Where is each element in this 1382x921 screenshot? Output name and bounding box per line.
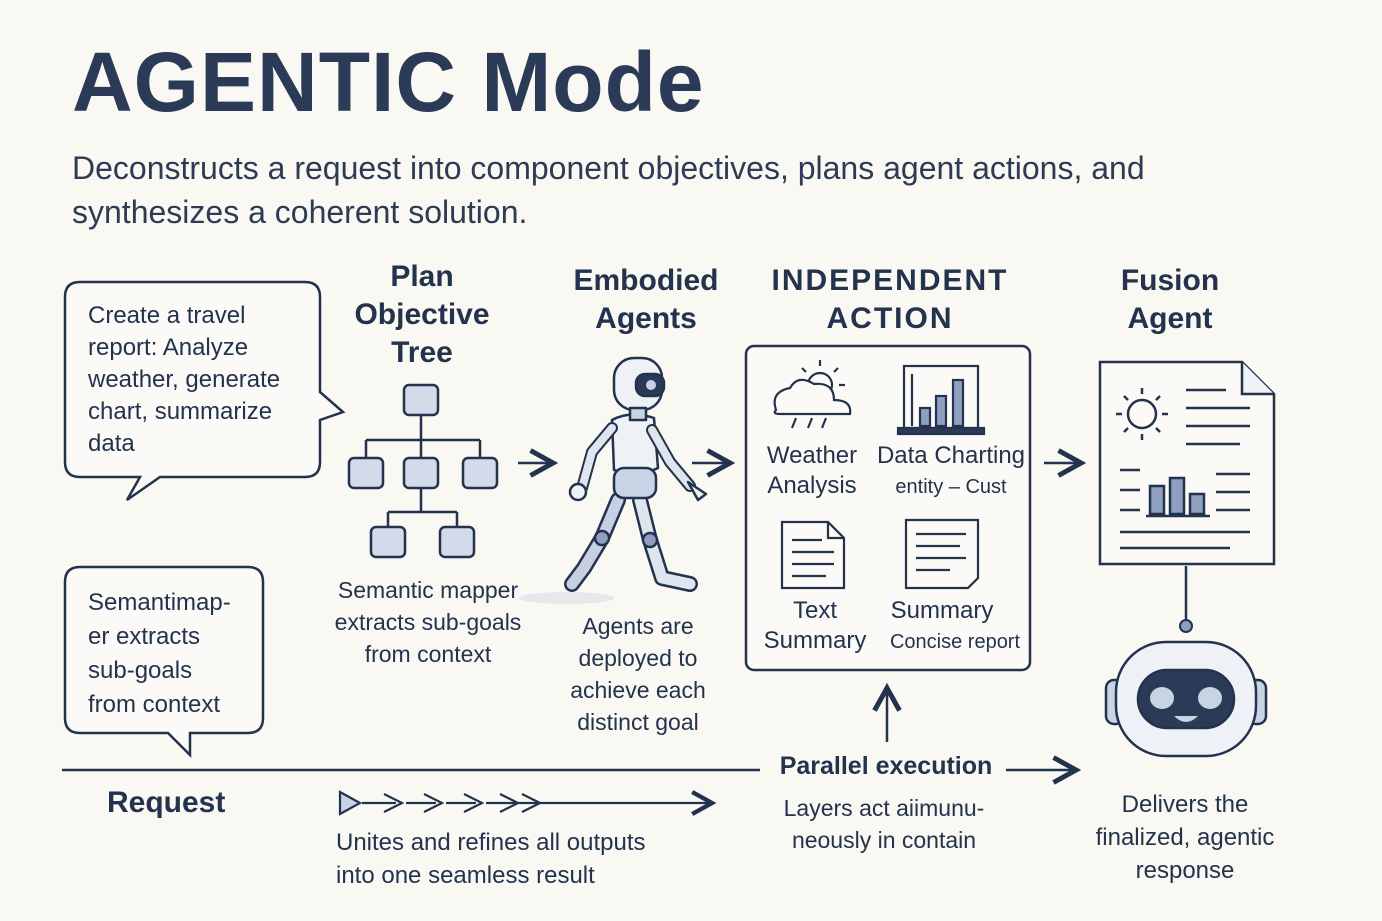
bubble-bottom-text: Semantimap- er extracts sub-goals from c…: [88, 586, 260, 722]
agents-caption-line: distinct goal: [577, 709, 699, 735]
bubble-bottom-line: Semantimap-: [88, 589, 231, 616]
fusion-caption: Delivers the finalized, agentic response: [1072, 788, 1298, 887]
bubble-top-line: report: Analyze: [88, 334, 249, 361]
bubble-bottom-line: er extracts: [88, 623, 201, 650]
text-document-icon: [780, 520, 846, 590]
speech-bubble-top: [63, 280, 346, 502]
task-charting-sub: entity – Cust: [895, 476, 1007, 498]
bubble-top-line: Create a travel: [88, 302, 246, 329]
bubble-top-line: data: [88, 430, 135, 457]
fusion-report-icon: [1098, 360, 1276, 566]
task-weather-line: Weather: [766, 442, 858, 469]
task-text-label: Text Summary: [752, 596, 878, 656]
chain-arrow-icon: [338, 792, 712, 814]
page-subtitle: Deconstructs a request into component ob…: [72, 150, 1145, 230]
plan-caption-line: from context: [364, 641, 492, 667]
task-summary-label: Summary: [878, 596, 1006, 626]
plan-heading-line: Plan: [390, 260, 454, 293]
agents-heading: Embodied Agents: [556, 262, 736, 338]
weather-icon: [773, 360, 852, 429]
fusion-caption-line: Delivers the: [1121, 791, 1249, 818]
independent-heading: INDEPENDENT ACTION: [740, 262, 1040, 338]
fusion-heading: Fusion Agent: [1090, 262, 1250, 338]
robot-head-icon: [1104, 640, 1268, 758]
bubble-bottom-line: from context: [88, 691, 221, 718]
task-summary-sub: Concise report: [889, 631, 1021, 653]
agents-heading-line: Agents: [595, 302, 697, 335]
layers-caption: Layers act aiimunu- neously in contain: [762, 792, 1006, 856]
independent-heading-line: INDEPENDENT: [771, 264, 1009, 297]
agents-heading-line: Embodied: [573, 264, 719, 297]
agents-caption-line: deployed to: [578, 645, 698, 671]
unites-caption-line: Unites and refines all outputs: [336, 829, 646, 856]
unites-caption-line: into one seamless result: [336, 862, 595, 889]
bubble-top-line: weather, generate: [88, 366, 281, 393]
unites-caption: Unites and refines all outputs into one …: [336, 826, 736, 892]
task-charting-line: Data Charting: [876, 442, 1026, 469]
fusion-caption-line: response: [1135, 857, 1235, 884]
plan-heading-line: Tree: [391, 336, 453, 369]
independent-heading-line: ACTION: [826, 302, 954, 335]
speech-bubble-bottom: [63, 565, 265, 759]
task-weather-line: Analysis: [767, 472, 857, 499]
plan-heading-line: Objective: [354, 298, 490, 331]
bubble-top-line: chart, summarize: [88, 398, 273, 425]
plan-caption-line: Semantic mapper: [337, 577, 519, 603]
task-text-line: Summary: [763, 627, 867, 654]
plan-heading: Plan Objective Tree: [330, 258, 514, 372]
task-charting-label: Data Charting: [874, 441, 1028, 471]
agents-caption: Agents are deployed to achieve each dist…: [548, 610, 728, 738]
task-weather-label: Weather Analysis: [752, 441, 872, 501]
page-title: AGENTIC Mode: [72, 35, 705, 129]
bubble-bottom-line: sub-goals: [88, 657, 193, 684]
plan-caption: Semantic mapper extracts sub-goals from …: [318, 574, 538, 670]
task-summary-line: Summary: [890, 597, 994, 624]
bar-chart-icon: [896, 364, 986, 436]
summary-document-icon: [904, 518, 980, 590]
layers-caption-line: neously in contain: [791, 827, 977, 853]
plan-caption-line: extracts sub-goals: [334, 609, 522, 635]
task-text-line: Text: [792, 597, 837, 624]
agents-caption-line: Agents are: [582, 613, 694, 639]
fusion-heading-line: Fusion: [1120, 264, 1220, 297]
objective-tree-icon: [347, 383, 499, 559]
parallel-label: Parallel execution: [770, 752, 1002, 781]
fusion-caption-line: finalized, agentic: [1095, 824, 1275, 851]
agents-caption-line: achieve each: [570, 677, 706, 703]
walking-robot-icon: [518, 356, 708, 604]
request-label: Request: [107, 786, 226, 819]
layers-caption-line: Layers act aiimunu-: [783, 795, 985, 821]
bubble-top-text: Create a travel report: Analyze weather,…: [88, 300, 314, 460]
fusion-heading-line: Agent: [1127, 302, 1213, 335]
